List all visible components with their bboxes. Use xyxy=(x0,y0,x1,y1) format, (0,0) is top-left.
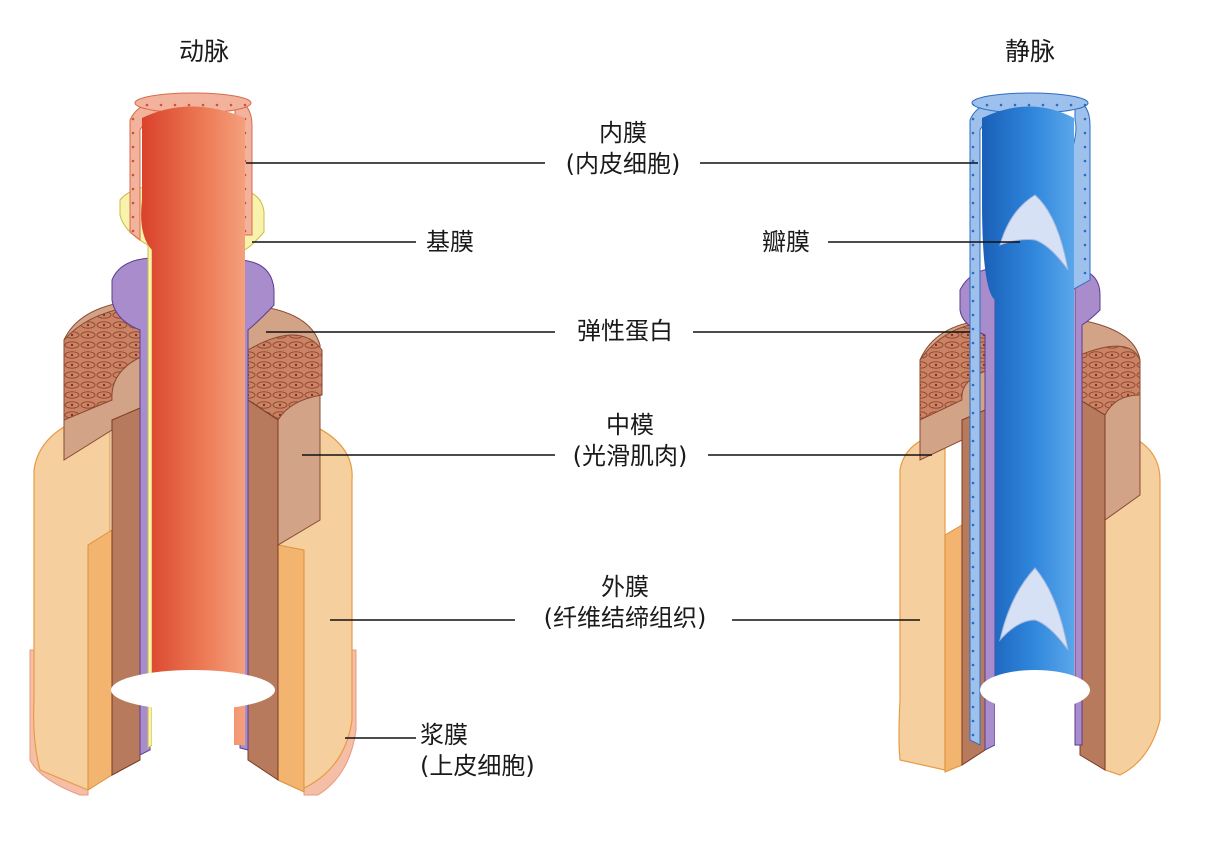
label-media-detail: (光滑肌肉) xyxy=(572,442,688,470)
vein-intima xyxy=(969,92,1091,746)
artery-lumen xyxy=(141,106,245,745)
vein-media xyxy=(919,319,1141,771)
label-intima-detail: (内皮细胞) xyxy=(565,150,681,178)
label-serosa-name: 浆膜 xyxy=(420,721,468,749)
label-media-name: 中模 xyxy=(606,411,654,439)
label-media: 中模 (光滑肌肉) xyxy=(555,410,705,472)
leader-lines xyxy=(246,162,1020,739)
vein-title: 静脉 xyxy=(1004,37,1056,66)
label-elastin: 弹性蛋白 xyxy=(577,317,673,345)
label-adventitia: 外膜 (纤维结缔组织) xyxy=(520,572,730,634)
vein-lumen xyxy=(982,106,1074,745)
vein-valve-upper xyxy=(999,194,1069,271)
label-basement: 基膜 xyxy=(426,228,474,256)
label-serosa: 浆膜 (上皮细胞) xyxy=(420,720,535,782)
label-adventitia-detail: (纤维结缔组织) xyxy=(543,604,707,632)
vein-adventitia xyxy=(898,431,1161,776)
artery-illustration xyxy=(29,92,357,796)
vein-illustration xyxy=(898,92,1161,776)
label-serosa-detail: (上皮细胞) xyxy=(420,752,535,780)
label-adventitia-name: 外膜 xyxy=(601,573,649,601)
artery-title: 动脉 xyxy=(178,37,230,66)
label-intima-name: 内膜 xyxy=(599,119,647,147)
vein-valve-lower xyxy=(999,567,1069,651)
artery-media xyxy=(63,299,323,781)
label-valve: 瓣膜 xyxy=(762,228,810,256)
label-intima: 内膜 (内皮细胞) xyxy=(548,118,698,180)
